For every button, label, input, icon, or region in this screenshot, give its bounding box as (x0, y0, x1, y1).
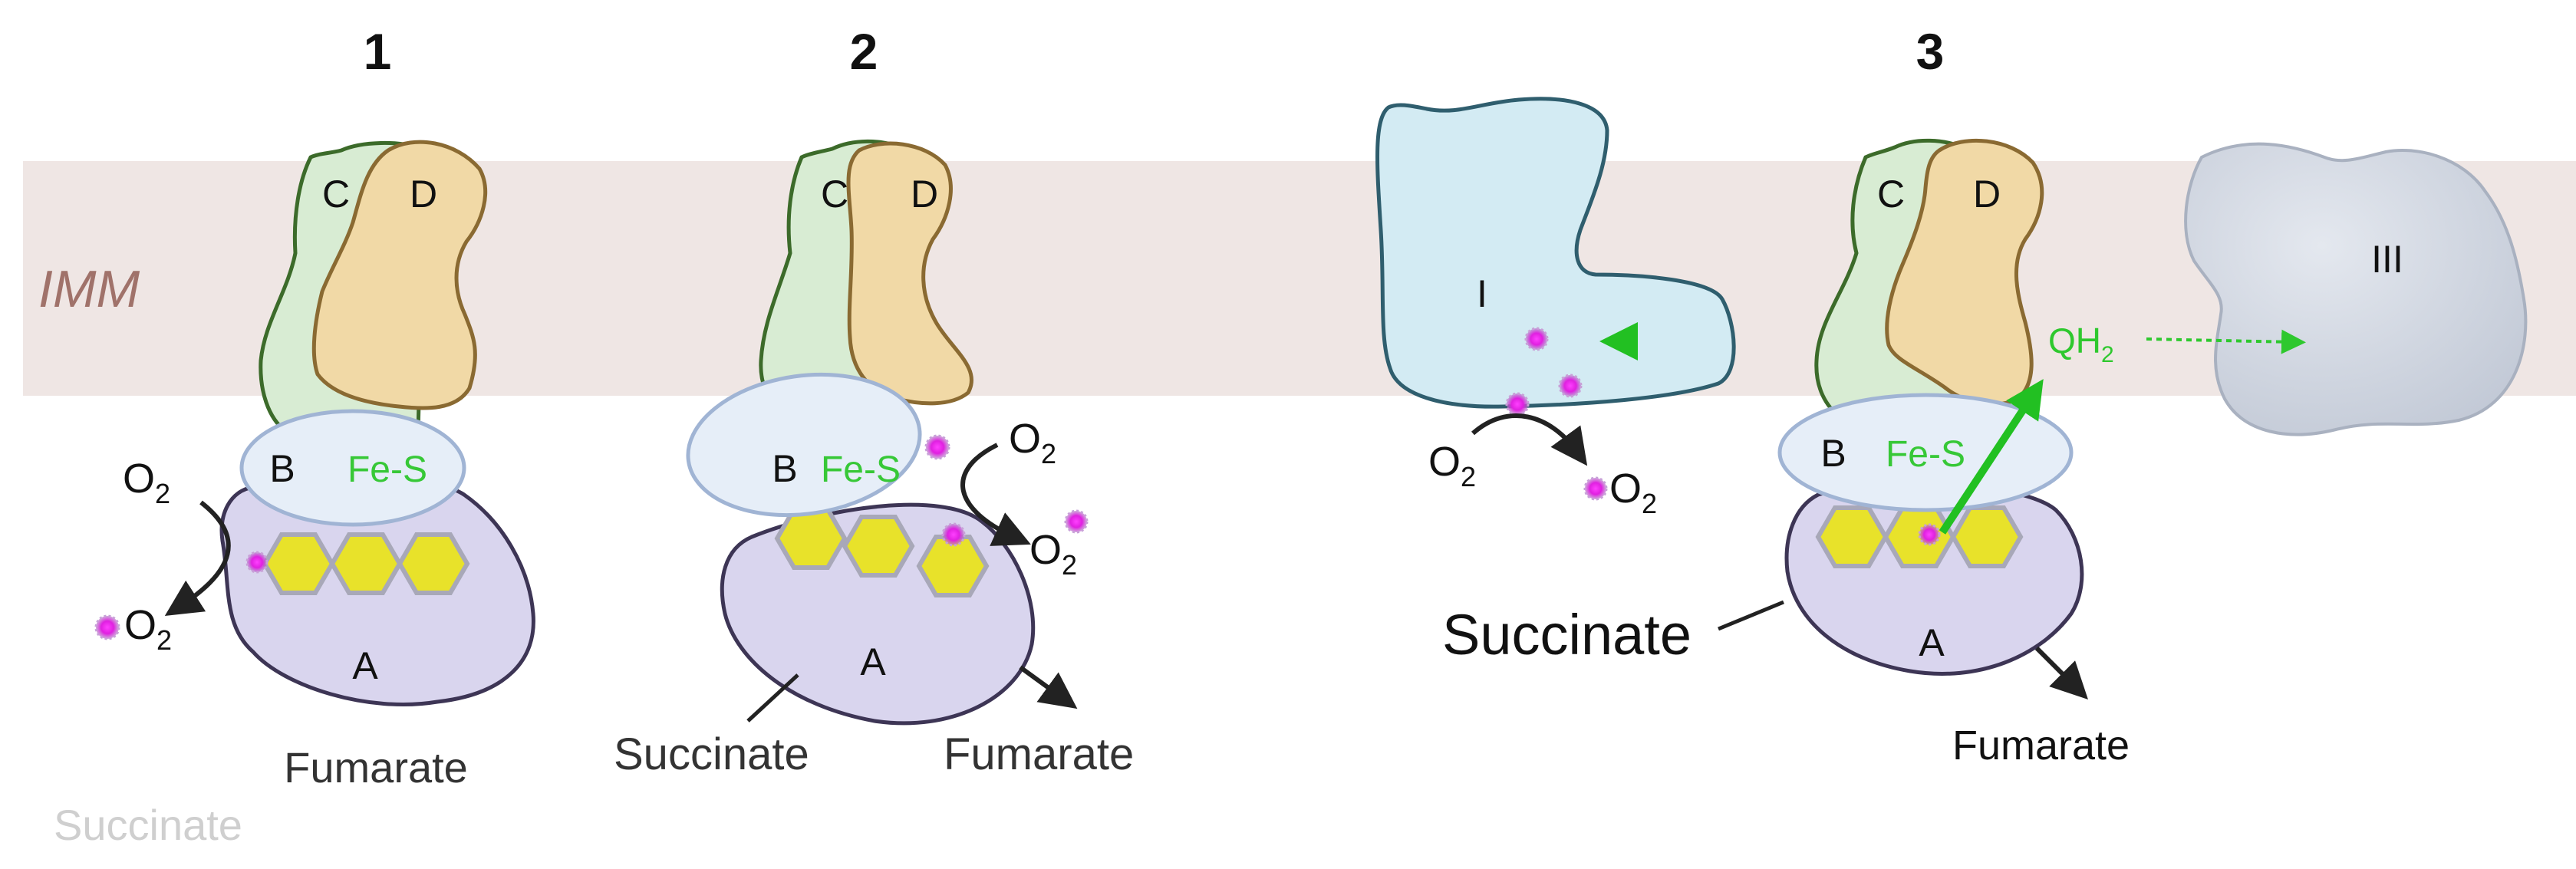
fad-hexagon-3 (916, 535, 990, 597)
panel-3-number: 3 (1916, 23, 1945, 80)
subunit-b-label: B (1820, 432, 1846, 475)
o2-input-label: O2 (1009, 416, 1056, 469)
product-exit-arrow (1019, 665, 1078, 709)
substrate-entry-line (1718, 600, 1784, 631)
fad-hexagon-3 (397, 532, 470, 595)
panel-1-number: 1 (364, 23, 392, 80)
subunit-b-label: B (269, 447, 295, 490)
fe-s-label: Fe-S (821, 449, 901, 490)
complex-i-label: I (1477, 272, 1487, 315)
ros-dot (245, 551, 268, 574)
product-exit-arrow (2034, 646, 2088, 699)
product-label: Fumarate (284, 743, 468, 792)
substrate-label: Succinate (54, 801, 242, 849)
o2-output-label: O2 (1609, 466, 1657, 519)
ros-dot (1524, 327, 1549, 351)
panel-2-number: 2 (850, 23, 878, 80)
fe-s-label: Fe-S (1886, 434, 1965, 475)
complex-i-shape (1375, 97, 1736, 409)
electron-transfer-arrow (1939, 379, 2044, 535)
complex-iii-shape (2184, 142, 2528, 436)
fad-hexagon-3 (1950, 505, 2024, 568)
ros-dot (1505, 392, 1530, 416)
fad-hexagon-1 (774, 507, 848, 570)
subunit-c-label: C (322, 173, 350, 216)
fad-hexagon-1 (262, 532, 335, 595)
fad-hexagon-2 (842, 515, 915, 578)
subunit-d-shape (846, 141, 974, 406)
substrate-label: Succinate (614, 729, 809, 779)
o2-reduction-arrow (164, 500, 231, 616)
subunit-c-label: C (821, 173, 848, 216)
subunit-b-shape (686, 372, 922, 518)
qh2-to-complex-iii-arrow (2146, 329, 2306, 354)
subunit-d-label: D (410, 173, 437, 216)
subunit-d-label: D (911, 173, 938, 216)
qh2-label: QH2 (2048, 321, 2114, 367)
substrate-label: Succinate (1442, 603, 1692, 667)
qh2-to-complex-i-arrowhead (1599, 322, 1638, 360)
ros-dot (1558, 374, 1583, 398)
fad-hexagons (262, 532, 470, 595)
subunit-c-label: C (1877, 173, 1905, 216)
membrane-label: IMM (38, 260, 140, 318)
o2-input-label: O2 (123, 456, 170, 509)
product-label: Fumarate (1952, 723, 2130, 769)
panel-1: 1 C D A B Fe-S O2 O2 Fumarate (54, 23, 535, 849)
ros-dot (924, 434, 950, 460)
fad-hexagon-2 (329, 532, 403, 595)
o2-output-label: O2 (1029, 527, 1077, 581)
ros-dot (1918, 523, 1941, 546)
o2-reduction-arrow (1471, 413, 1588, 466)
subunit-d-label: D (1973, 173, 2001, 216)
subunit-b-label: B (772, 447, 797, 490)
ros-dot (1064, 509, 1089, 534)
panel-2: 2 C D A B Fe-S O2 O2 Succinate Fumarate (614, 23, 1134, 779)
o2-reduction-arrow (960, 443, 1031, 546)
subunit-d-shape (311, 140, 487, 410)
fad-hexagon-1 (1815, 505, 1889, 568)
ros-dot (941, 522, 966, 547)
panel-3: 3 I III C D A B Fe-S QH2 (1375, 23, 2528, 769)
fad-hexagons (774, 507, 990, 597)
subunit-a-label: A (352, 644, 378, 687)
complex-iii-label: III (2371, 238, 2403, 281)
o2-output-label: O2 (124, 602, 172, 656)
subunit-a-label: A (860, 640, 886, 683)
product-label: Fumarate (944, 729, 1134, 779)
fe-s-label: Fe-S (348, 449, 427, 490)
subunit-b-shape (1777, 393, 2074, 512)
subunit-b-shape (239, 409, 466, 527)
ros-dot (94, 614, 120, 640)
subunit-a-label: A (1919, 621, 1945, 664)
ros-dot (1583, 476, 1608, 501)
o2-input-label: O2 (1428, 439, 1476, 492)
substrate-entry-line (746, 673, 799, 723)
